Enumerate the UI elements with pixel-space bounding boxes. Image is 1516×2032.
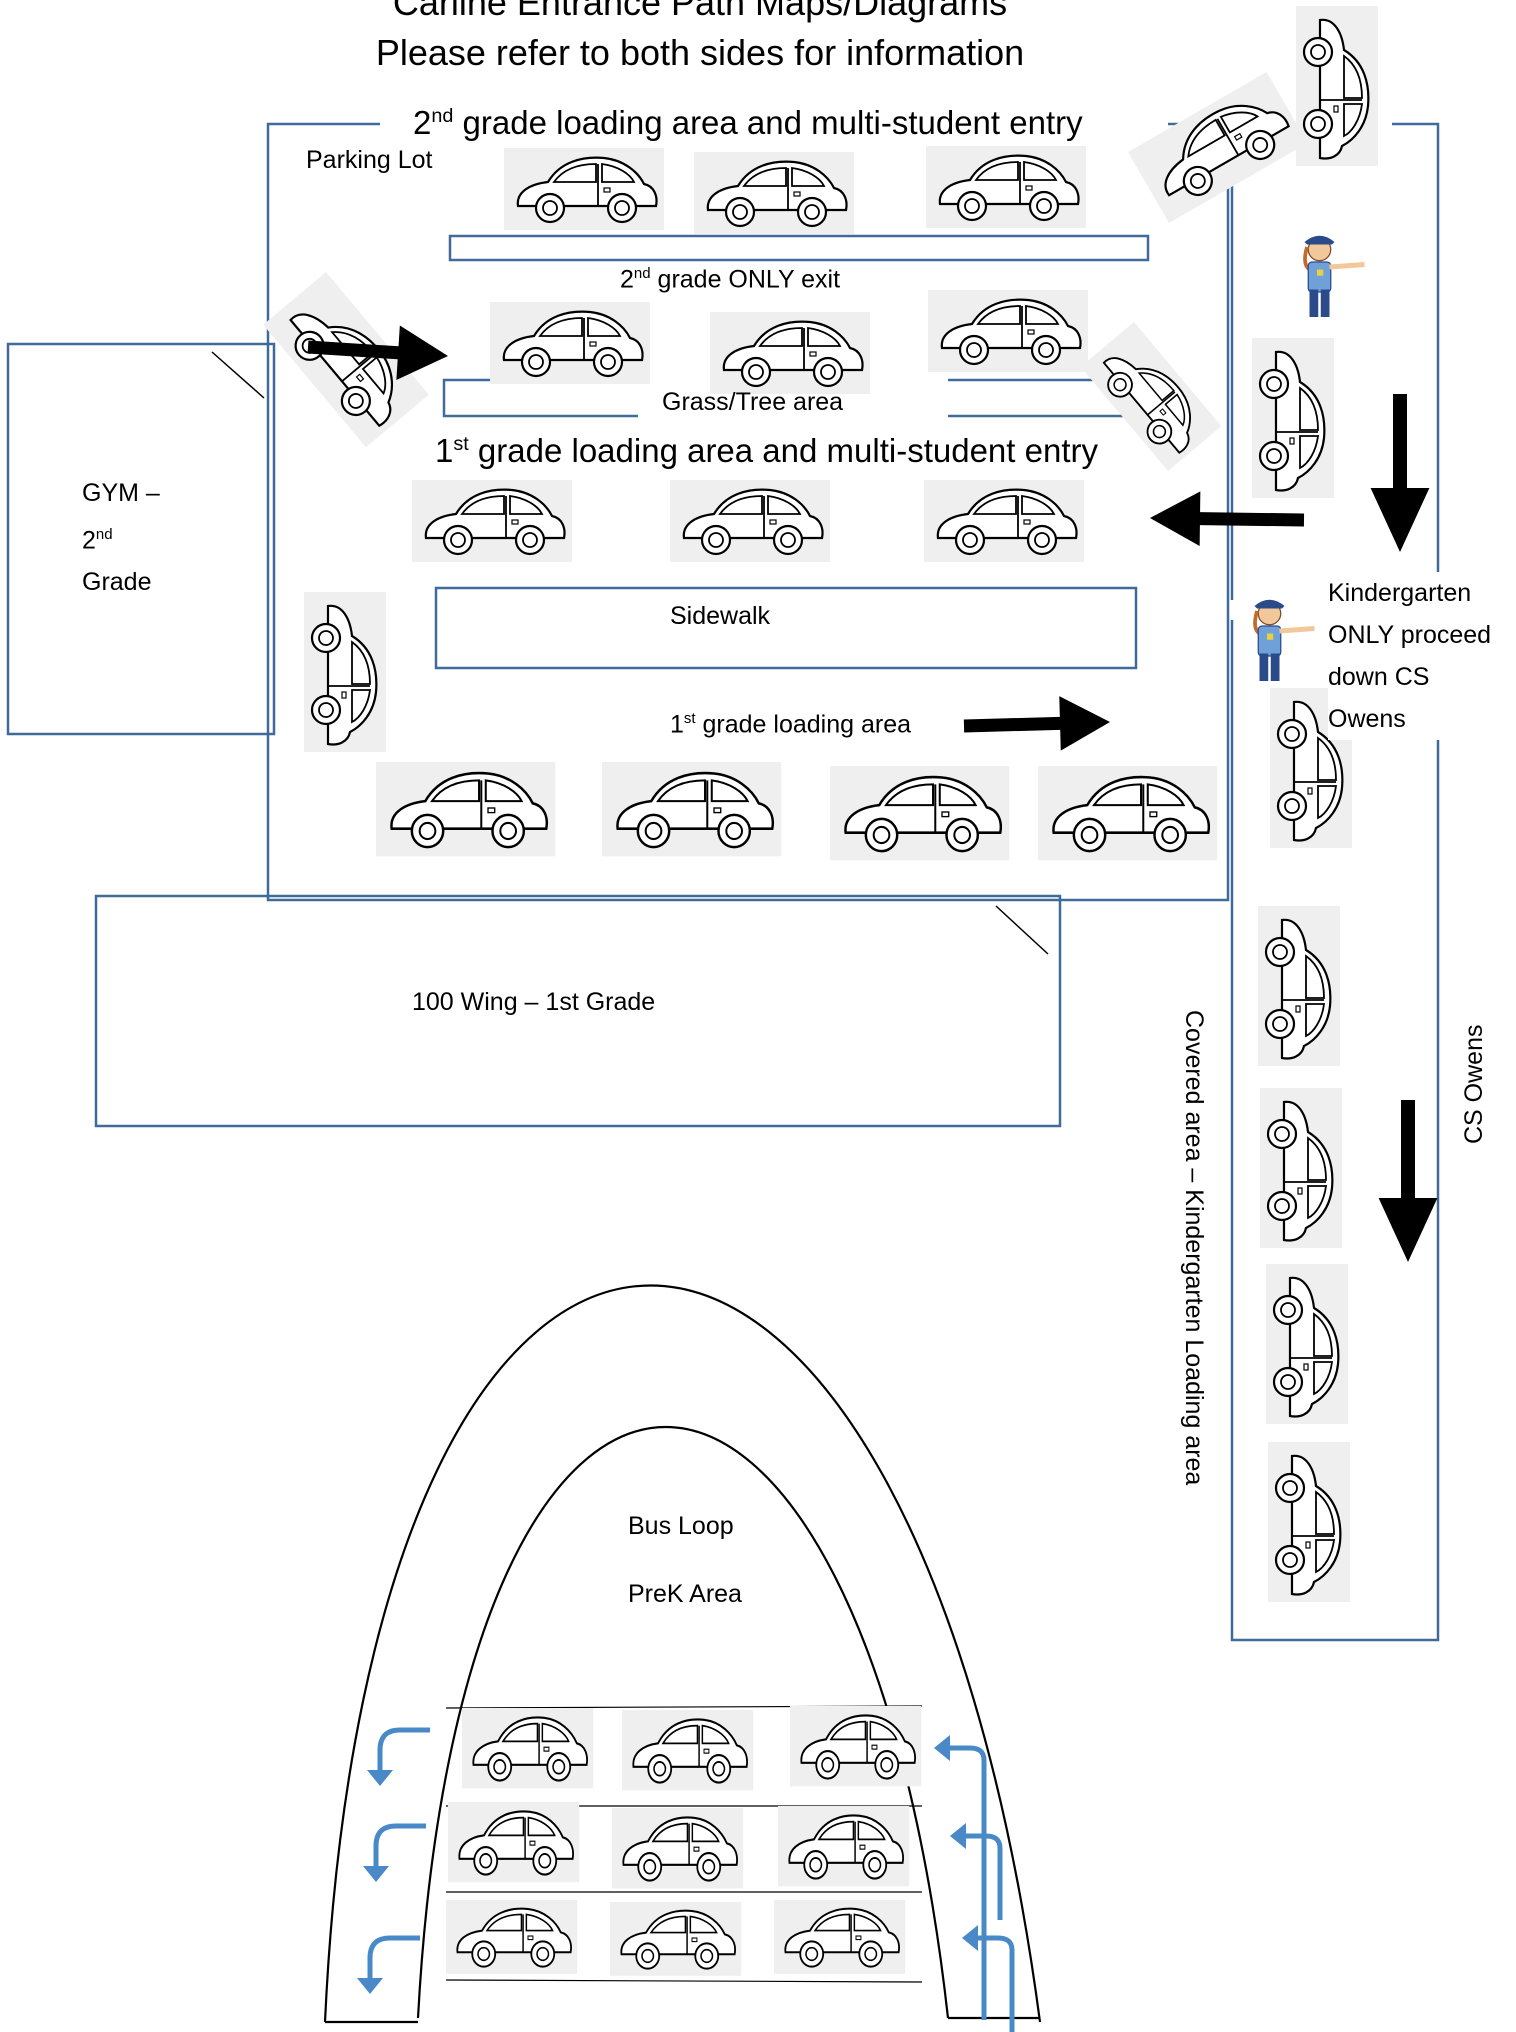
turn-arrow-icon [962, 1925, 1015, 2032]
car-icon [926, 288, 1090, 374]
cs-owens-label: CS Owens [1460, 1024, 1488, 1144]
arrow-icon [963, 696, 1110, 751]
gym-label-line-2: 2nd [82, 526, 113, 555]
kindergarten-note-line: Owens [1328, 705, 1406, 733]
car-icon [609, 1901, 743, 1977]
gym-label-line-3: Grade [82, 568, 152, 597]
car-icon [410, 478, 574, 564]
car-icon [1126, 70, 1309, 225]
car-icon [374, 760, 557, 858]
car-icon [620, 1708, 755, 1792]
car-icon [488, 300, 652, 386]
car-icon [692, 150, 856, 236]
covered-area-outline [1230, 122, 1440, 1642]
car-icon [1266, 1440, 1352, 1604]
parking-lot-outline [266, 122, 1230, 902]
car-icon [302, 590, 388, 754]
prek-area-label: PreK Area [628, 1580, 742, 1608]
gym-label-line-1: GYM – [82, 479, 160, 507]
car-icon [502, 146, 666, 232]
arrow-icon [1378, 1100, 1438, 1262]
car-icon [1256, 904, 1342, 1068]
turn-arrow-icon [357, 1935, 420, 1994]
car-icon [600, 760, 783, 858]
car-icon [445, 1899, 579, 1975]
parking-lot-label: Parking Lot [306, 146, 433, 174]
grass-tree-island [442, 378, 638, 418]
turn-arrow-icon [934, 1735, 987, 2020]
crossing-guard-icon [1305, 236, 1365, 317]
gym-label: GYM – 2nd Grade [82, 472, 160, 603]
car-icon [446, 1800, 581, 1884]
car-icon [1036, 764, 1219, 862]
car-icon [773, 1899, 907, 1975]
second-grade-exit-label: 2nd grade ONLY exit [620, 265, 841, 294]
kindergarten-note-line: ONLY proceed [1328, 621, 1492, 649]
car-icon [610, 1806, 745, 1890]
car-icon [460, 1706, 595, 1790]
car-icon [708, 310, 872, 396]
bus-loop-outer-arch [323, 1284, 1042, 2023]
first-grade-area-heading: 1st grade loading area and multi-student… [429, 432, 1104, 470]
car-icon [922, 478, 1086, 564]
prek-lane-line [445, 1979, 923, 1983]
first-grade-loading-label: 1st grade loading area [670, 710, 912, 739]
crossing-guard-icon [1255, 600, 1315, 681]
car-icon [776, 1804, 911, 1888]
bus-loop-label: Bus Loop [628, 1512, 734, 1540]
car-icon [924, 144, 1088, 230]
car-icon [1258, 1086, 1344, 1250]
car-icon [1264, 1262, 1350, 1426]
arrow-icon [1370, 394, 1430, 552]
wing-100-door-mark [995, 905, 1049, 955]
turn-arrow-icon [363, 1823, 426, 1882]
wing-100-building [94, 894, 1062, 1128]
car-icon [1250, 336, 1336, 500]
turn-arrow-icon [950, 1823, 1003, 1920]
car-icon [668, 478, 832, 564]
car-icon [828, 764, 1011, 862]
kindergarten-note-line: Kindergarten [1328, 579, 1472, 607]
arrow-icon [307, 325, 448, 381]
sidewalk-island [434, 586, 1138, 670]
second-grade-area-heading: 2nd grade loading area and multi-student… [407, 104, 1089, 142]
gym-building [6, 342, 276, 736]
sidewalk-label: Sidewalk [670, 602, 771, 630]
covered-area-label: Covered area – Kindergarten Loading area [1180, 1010, 1208, 1486]
kindergarten-note: Kindergarten ONLY proceed down CS Owens [1328, 572, 1492, 740]
map-title-line-1: Carline Entrance Path Maps/Diagrams [392, 0, 1008, 23]
car-icon [788, 1704, 923, 1788]
gym-door-mark [211, 351, 265, 399]
turn-arrow-icon [367, 1727, 430, 1786]
kindergarten-note-line: down CS [1328, 663, 1430, 691]
car-icon [1294, 4, 1380, 168]
exit-island [448, 234, 1150, 262]
grass-tree-area-label: Grass/Tree area [662, 388, 844, 416]
map-title-line-2: Please refer to both sides for informati… [375, 32, 1025, 73]
arrow-icon [1150, 491, 1305, 546]
wing-100-label: 100 Wing – 1st Grade [412, 988, 656, 1016]
